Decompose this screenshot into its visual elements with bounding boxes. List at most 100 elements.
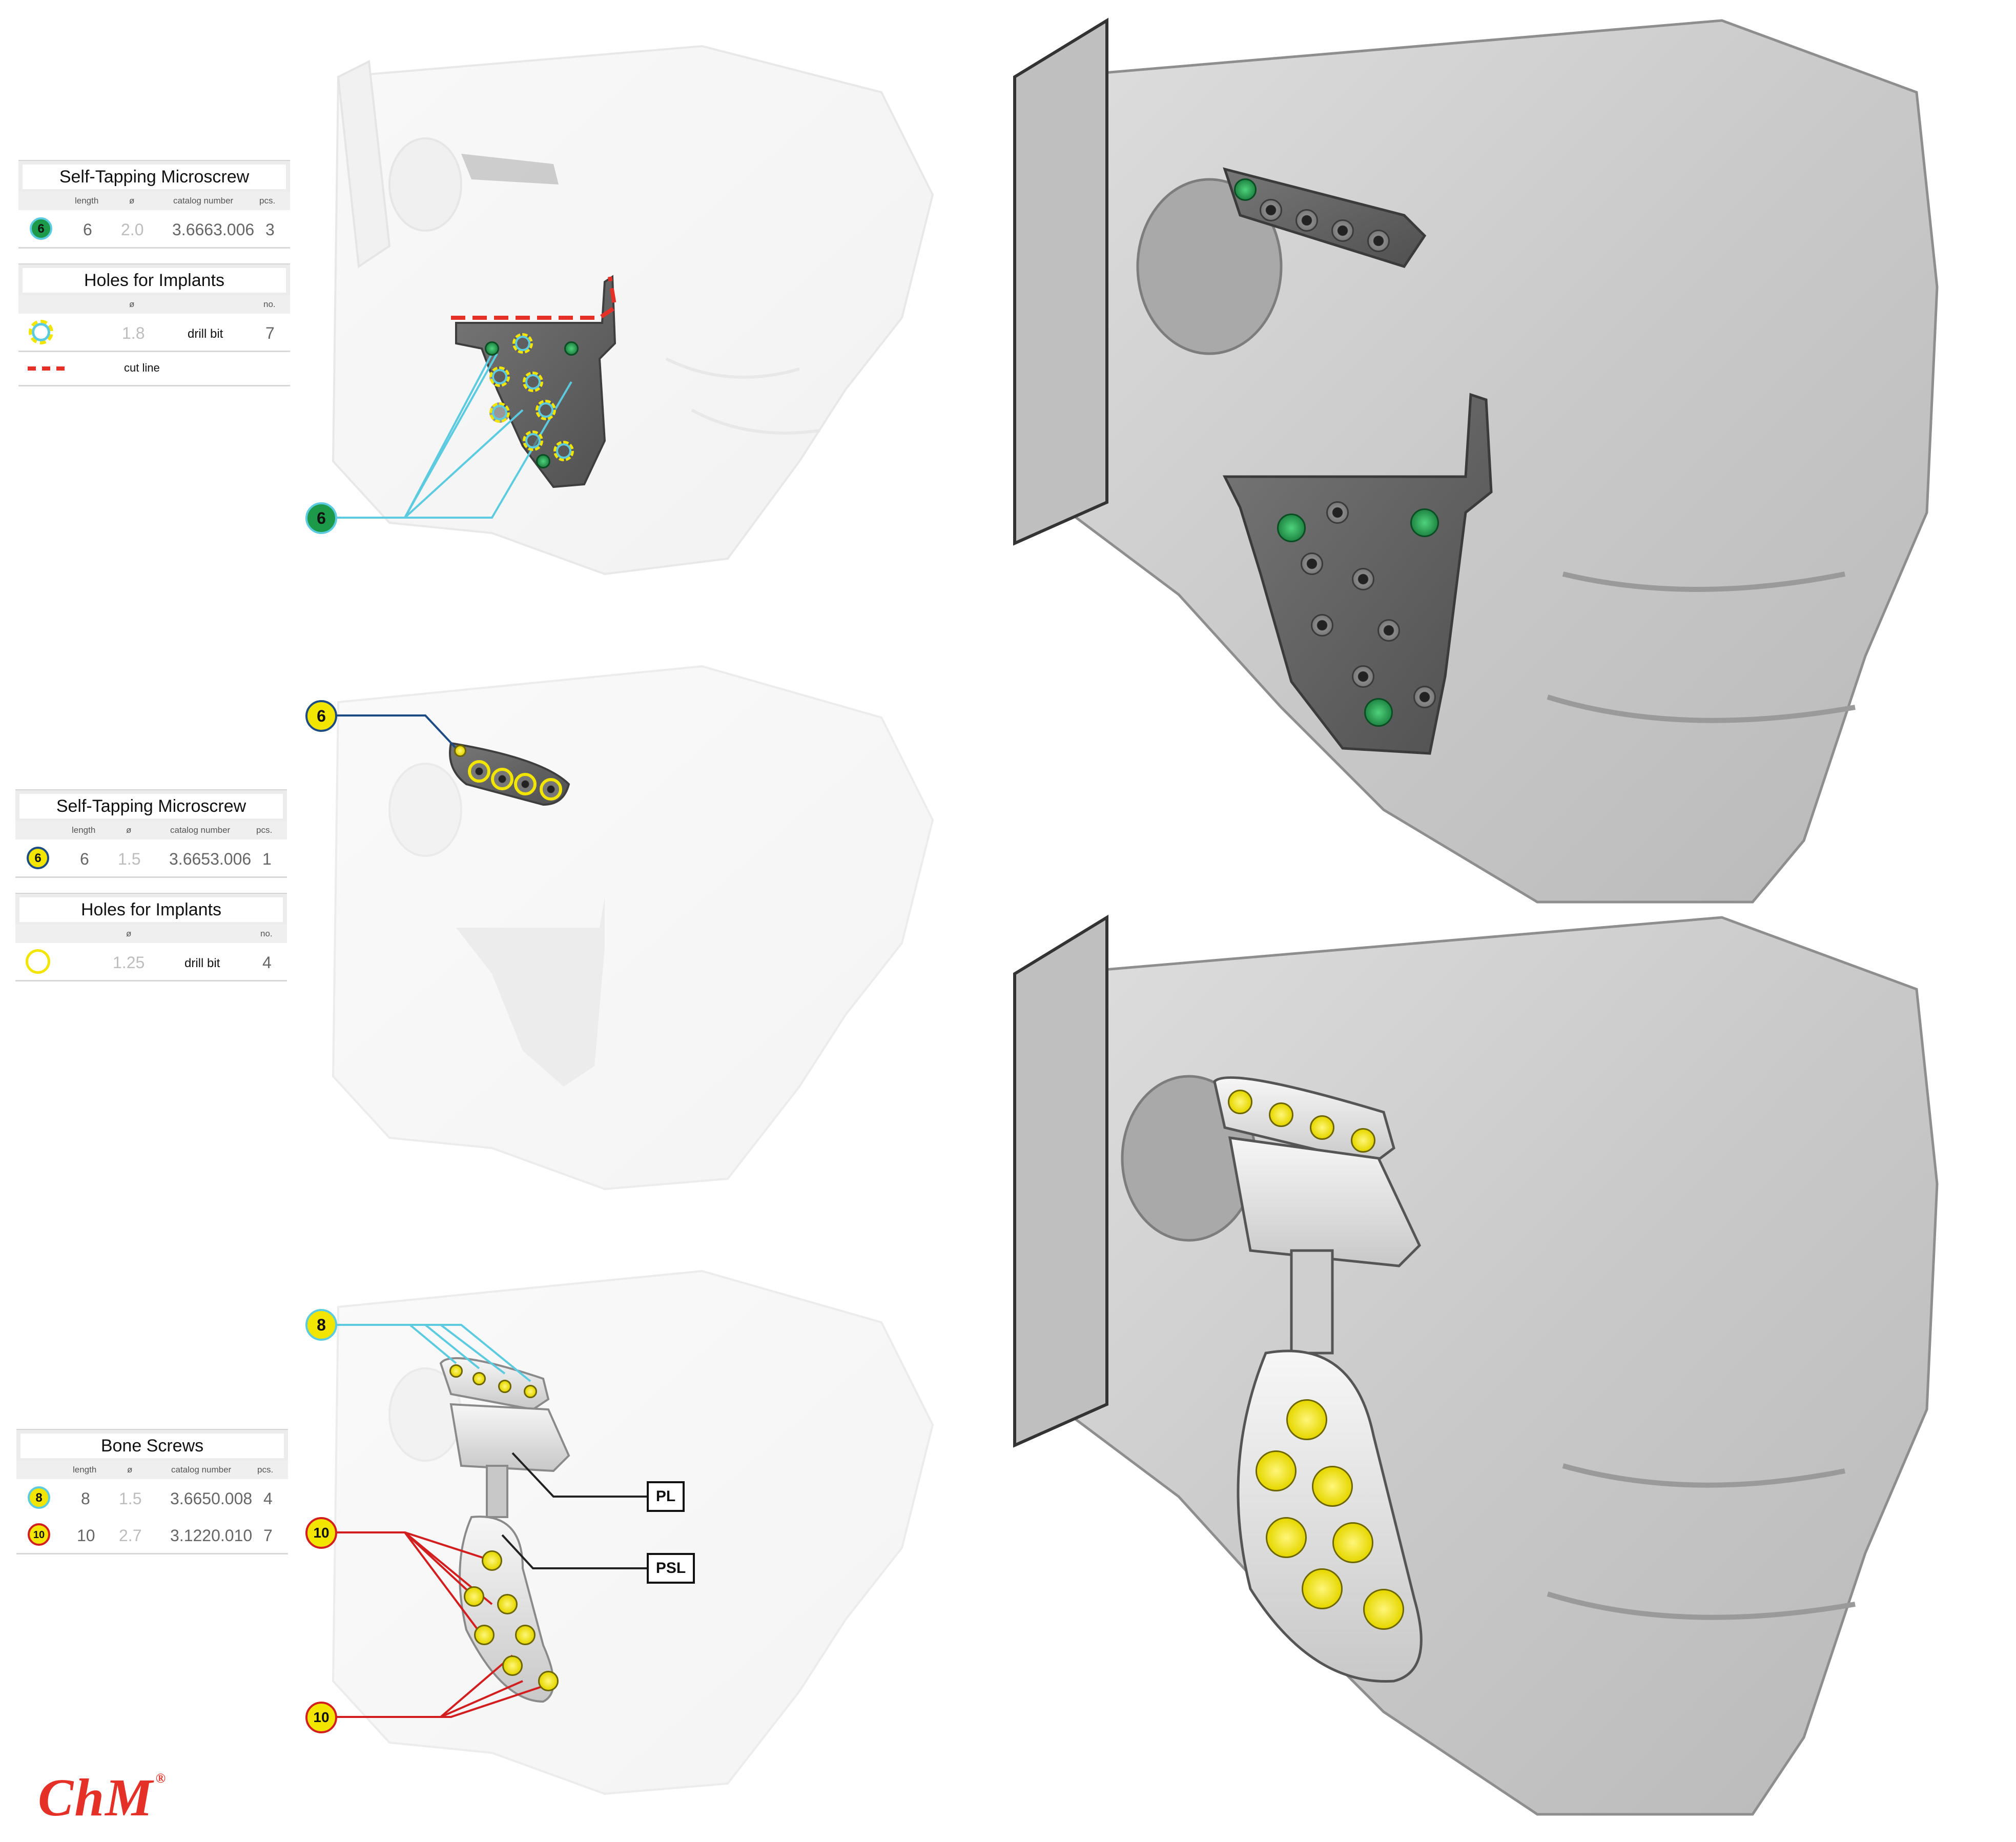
- plate-hole-marker: [1367, 230, 1390, 252]
- drill-hole-marker: [514, 773, 537, 795]
- table-self-tapping-1: Self-Tapping Microscrew length ø catalog…: [18, 160, 290, 249]
- screw-marker: [1310, 1115, 1334, 1140]
- col-catalog: catalog number: [170, 825, 231, 835]
- column-headers: ø no.: [15, 925, 287, 943]
- table-holes-1: Holes for Implants ø no. 1.8 drill bit 7…: [18, 263, 290, 386]
- column-headers: ø no.: [18, 295, 290, 314]
- skull-sketch-1: [332, 45, 934, 576]
- table-row: 6 6 1.5 3.6653.006 1: [15, 840, 287, 878]
- cell-catalog: 3.1220.010: [170, 1526, 253, 1545]
- cell-diameter: 2.0: [121, 220, 144, 239]
- drill-hole-marker: [489, 402, 510, 423]
- plate-hole-marker: [1352, 568, 1374, 590]
- screw-marker: [524, 1385, 537, 1398]
- screw-marker: [449, 1364, 463, 1378]
- cell-catalog: 3.6663.006: [172, 220, 255, 239]
- screw-marker: [498, 1380, 511, 1393]
- screw-badge: 8: [28, 1486, 50, 1509]
- plate-hole-marker: [1260, 199, 1282, 221]
- drill-hole-icon: [29, 320, 53, 344]
- callout-badge-panel3-bot: 10: [305, 1702, 337, 1733]
- cell-diameter: 2.7: [119, 1526, 142, 1545]
- plate-hole-marker: [1331, 219, 1354, 242]
- green-screw-marker: [564, 341, 579, 356]
- table-header: Self-Tapping Microscrew: [15, 789, 287, 821]
- plate-hole-marker: [1295, 209, 1318, 232]
- skull-sketch-3: [332, 1270, 934, 1795]
- drill-hole-marker: [512, 333, 533, 354]
- cell-diameter: 1.25: [113, 953, 145, 972]
- registered-mark: ®: [155, 1771, 167, 1786]
- screw-marker: [1266, 1517, 1307, 1558]
- drill-hole-marker: [540, 778, 562, 801]
- cut-line-label: cut line: [124, 361, 160, 374]
- leaders-panel1: [333, 353, 572, 519]
- drill-hole-marker: [523, 372, 543, 392]
- screw-marker: [1302, 1568, 1343, 1609]
- col-no: no.: [263, 299, 276, 309]
- table-header: Self-Tapping Microscrew: [18, 160, 290, 192]
- col-catalog: catalog number: [173, 196, 234, 206]
- screw-marker: [538, 1671, 559, 1691]
- skull-render-top: [1013, 17, 1939, 904]
- drill-hole-marker: [523, 431, 543, 451]
- leaders-panel3-top: [333, 1324, 531, 1382]
- logo-text: ChM: [38, 1768, 154, 1827]
- cut-line-legend: cut line: [18, 352, 290, 386]
- col-diameter: ø: [126, 825, 132, 835]
- screw-marker: [474, 1625, 495, 1645]
- screw-marker: [454, 745, 466, 757]
- table-title: Self-Tapping Microscrew: [19, 794, 283, 818]
- plate-hole-marker: [1301, 552, 1323, 575]
- tag-psl: PSL: [647, 1553, 695, 1584]
- plate-hole-marker: [1326, 501, 1349, 524]
- column-headers: length ø catalog number pcs.: [16, 1461, 288, 1479]
- screw-marker: [1363, 1589, 1404, 1630]
- col-length: length: [72, 825, 96, 835]
- callout-badge-panel3-mid: 10: [305, 1517, 337, 1549]
- screw-marker: [1286, 1399, 1327, 1440]
- table-row: 1.8 drill bit 7: [18, 314, 290, 352]
- table-title: Self-Tapping Microscrew: [23, 165, 286, 189]
- cell-pcs: 1: [262, 850, 272, 868]
- column-headers: length ø catalog number pcs.: [18, 192, 290, 210]
- table-row: 1.25 drill bit 4: [15, 943, 287, 981]
- table-header: Holes for Implants: [15, 893, 287, 925]
- plate-hole-marker: [1311, 614, 1333, 637]
- table-header: Bone Screws: [16, 1429, 288, 1461]
- green-screw-marker: [1410, 508, 1439, 537]
- screw-badge: 10: [28, 1523, 50, 1546]
- green-screw-marker: [1234, 178, 1257, 201]
- cell-tool: drill bit: [184, 956, 220, 970]
- cell-diameter: 1.8: [122, 324, 145, 342]
- cell-length: 6: [83, 220, 92, 239]
- table-row: 6 6 2.0 3.6663.006 3: [18, 210, 290, 249]
- leaders-tags: [501, 1452, 648, 1569]
- screw-marker: [464, 1586, 484, 1607]
- col-diameter: ø: [126, 929, 132, 938]
- cell-length: 6: [80, 850, 89, 868]
- table-title: Bone Screws: [20, 1434, 284, 1458]
- drill-hole-marker: [536, 400, 556, 420]
- drill-hole-marker: [468, 760, 490, 783]
- cell-length: 8: [81, 1489, 90, 1508]
- leaders-panel2: [333, 714, 457, 749]
- cell-no: 7: [265, 324, 275, 342]
- table-row: 10 10 2.7 3.1220.010 7: [16, 1516, 288, 1554]
- col-length: length: [75, 196, 99, 206]
- table-self-tapping-2: Self-Tapping Microscrew length ø catalog…: [15, 789, 287, 878]
- table-holes-2: Holes for Implants ø no. 1.25 drill bit …: [15, 893, 287, 981]
- tag-pl: PL: [647, 1481, 685, 1512]
- screw-marker: [482, 1550, 502, 1571]
- callout-badge-panel2: 6: [305, 700, 337, 732]
- screw-badge: 6: [30, 217, 52, 240]
- drill-hole-marker: [553, 441, 574, 461]
- screw-marker: [1332, 1522, 1373, 1563]
- cell-pcs: 4: [263, 1489, 273, 1508]
- cell-pcs: 3: [265, 220, 275, 239]
- screw-marker: [1351, 1128, 1375, 1153]
- plate-hole-marker: [1413, 686, 1436, 708]
- drill-hole-icon: [26, 949, 50, 974]
- table-header: Holes for Implants: [18, 263, 290, 295]
